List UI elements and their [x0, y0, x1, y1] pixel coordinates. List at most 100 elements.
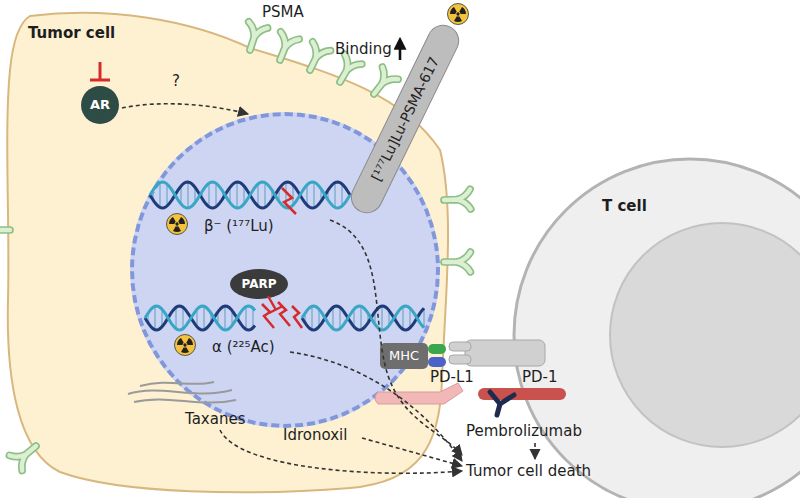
t-cell-nucleus: [610, 223, 800, 447]
base-pair: [159, 183, 161, 208]
base-pair: [245, 307, 247, 330]
t-cell-body: [514, 159, 800, 498]
node-text: T cell: [602, 197, 647, 215]
base-pair: [278, 189, 280, 202]
base-pair: [341, 184, 343, 206]
base-pair: [292, 185, 294, 205]
node-text: AR: [90, 96, 110, 114]
base-pair: [381, 306, 383, 330]
dashed-arrow: [220, 220, 535, 473]
effect-label: Binding: [335, 40, 392, 58]
base-pair: [210, 313, 212, 323]
base-pair: [325, 316, 327, 319]
base-pair: [304, 313, 306, 323]
androgen-receptor: AR: [81, 86, 119, 124]
base-pair: [194, 187, 196, 202]
parp-inhibition: [268, 296, 283, 313]
base-pair: [182, 307, 184, 328]
base-pair: [306, 185, 308, 205]
node-text: PARP: [241, 275, 276, 293]
base-pair: [360, 306, 362, 329]
dna-strand: [145, 306, 255, 330]
base-pair: [388, 310, 390, 325]
dna-strand: [302, 306, 424, 330]
base-pair: [166, 184, 168, 206]
dna-strand: [302, 306, 424, 330]
base-pair: [353, 309, 355, 327]
base-pair: [327, 190, 329, 200]
pd-l1-protein: [375, 383, 463, 404]
base-pair: [208, 183, 210, 207]
node-text: Tumor cell: [28, 24, 115, 42]
base-pair: [189, 316, 191, 319]
base-pair: [229, 187, 231, 202]
base-pair: [367, 313, 369, 323]
node-text: β⁻ (¹⁷⁷Lu): [204, 217, 274, 235]
radiation-symbol: [166, 212, 188, 235]
base-pair: [238, 315, 240, 321]
base-pair: [180, 186, 182, 204]
base-pair: [346, 316, 348, 319]
base-pair: [402, 307, 404, 330]
node-text: MHC: [389, 347, 419, 365]
base-pair: [175, 307, 177, 328]
base-pair: [161, 309, 163, 327]
dna-damage: [262, 188, 302, 328]
base-pair: [231, 310, 233, 325]
node-text: α (²²⁵Ac): [212, 338, 275, 356]
base-pair: [313, 182, 315, 208]
base-pair: [187, 182, 189, 208]
tumor-cell: Tumor cellAR β⁻ (¹⁷⁷Lu) α (²²⁵Ac) PARP: [0, 0, 460, 498]
base-pair: [423, 308, 425, 328]
base-pair: [152, 190, 154, 200]
base-pair: [339, 307, 341, 328]
dna-strand: [150, 182, 350, 208]
base-pair: [348, 193, 350, 196]
base-pair: [250, 193, 252, 196]
pd-1-protein: [478, 388, 566, 400]
base-pair: [264, 183, 266, 208]
radiation-symbol: [447, 2, 469, 25]
dna-strand: [145, 306, 255, 330]
base-pair: [257, 184, 259, 206]
base-pair: [252, 308, 254, 328]
dna-helix: [145, 182, 424, 330]
base-pair: [243, 186, 245, 204]
cell-outline: [512, 157, 800, 498]
base-pair: [217, 312, 219, 324]
base-pair: [154, 306, 156, 329]
peptide-chain: [428, 357, 446, 367]
base-pair: [147, 313, 149, 323]
base-pair: [334, 183, 336, 208]
increase-arrow: [399, 42, 402, 60]
base-pair: [311, 306, 313, 329]
base-pair: [409, 308, 411, 328]
base-pair: [173, 193, 175, 196]
psma-receptors: [0, 22, 471, 471]
base-pair: [168, 316, 170, 319]
base-pair: [332, 307, 334, 328]
base-pair: [320, 189, 322, 202]
base-pair: [271, 190, 273, 200]
base-pair: [201, 192, 203, 198]
dashed-arrow: [122, 104, 248, 114]
base-pair: [285, 182, 287, 208]
base-pair: [236, 182, 238, 208]
base-pair: [222, 192, 224, 198]
base-pair: [395, 315, 397, 321]
receptor-name: PSMA: [262, 3, 304, 21]
t-cell-receptor: [449, 340, 545, 366]
base-pair: [374, 312, 376, 324]
base-pair: [196, 309, 198, 327]
base-pair: [203, 306, 205, 329]
base-pair: [318, 309, 320, 327]
microtubule-fibers: [128, 382, 236, 403]
radiation-symbol: [174, 333, 196, 356]
dna-strand: [150, 182, 350, 208]
t-cell: T cell: [512, 157, 800, 498]
membrane-path: [7, 13, 448, 493]
base-pair: [215, 183, 217, 207]
base-pair: [224, 306, 226, 330]
parp-enzyme: PARP: [230, 269, 288, 299]
